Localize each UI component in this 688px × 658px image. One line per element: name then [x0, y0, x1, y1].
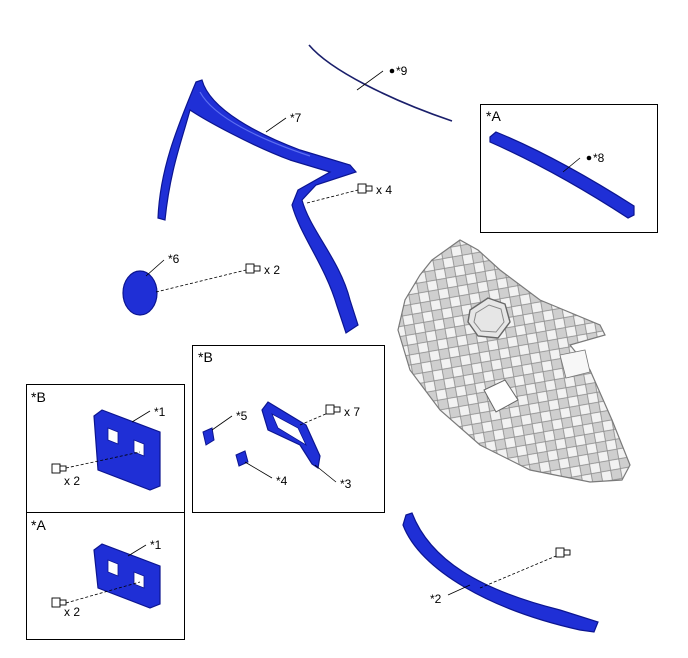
inset-box-a-left [26, 512, 185, 640]
screw-icon [357, 183, 373, 194]
inset-box-a-top-label: *A [486, 108, 501, 124]
leader-4 [244, 461, 273, 479]
part-7-highlight [199, 91, 311, 157]
screw-icon [51, 597, 67, 608]
label-part-1-box-a: *1 [150, 538, 162, 552]
part-2-molding [402, 512, 599, 633]
screw-icon [325, 404, 341, 415]
screw-icon [51, 463, 67, 474]
leader-x7 [299, 412, 329, 426]
screw-icon [555, 547, 571, 558]
leader-x2-6 [155, 269, 247, 293]
leader-x2-b [65, 451, 141, 469]
inset-box-b-left-label: *B [31, 389, 46, 405]
part-5-bracket [202, 427, 215, 446]
part-1-openings-b [107, 427, 145, 457]
label-part-8: *8 [593, 151, 605, 165]
label-part-6: *6 [168, 252, 180, 266]
leader-x2-a [65, 581, 141, 604]
part-3-opening [271, 413, 307, 447]
label-qty-x2-part6: x 2 [264, 263, 281, 277]
inset-box-b-mid-label: *B [198, 349, 213, 365]
label-part-2: *2 [430, 592, 442, 606]
label-qty-x2-box-a: x 2 [64, 605, 81, 619]
label-part-1-box-b: *1 [154, 405, 166, 419]
leader-6 [145, 259, 165, 277]
leader-3 [314, 464, 337, 483]
inset-box-b-left [26, 384, 185, 513]
label-qty-x4: x 4 [376, 183, 393, 197]
label-part-3: *3 [340, 477, 352, 491]
leader-8 [562, 157, 581, 173]
inset-box-a-left-label: *A [31, 517, 46, 533]
label-part-7: *7 [290, 111, 302, 125]
dot-9 [389, 68, 395, 74]
part-6-cover [122, 270, 158, 316]
label-qty-x7: x 7 [344, 405, 361, 419]
leader-1-b [131, 410, 151, 423]
leader-x4 [306, 189, 359, 204]
leader-1-a [127, 544, 147, 557]
grille-assembly [397, 239, 631, 483]
label-part-4: *4 [276, 474, 288, 488]
leader-9 [356, 70, 384, 91]
part-7-molding [157, 79, 359, 334]
leader-screw-2 [479, 555, 557, 589]
part-8-molding [489, 131, 635, 219]
inset-box-a-top [480, 104, 658, 233]
label-qty-x2-box-b: x 2 [64, 474, 81, 488]
part-1-bracket-a [93, 543, 161, 609]
label-part-9: *9 [396, 64, 408, 78]
leader-2 [447, 584, 471, 596]
leader-7 [265, 117, 287, 133]
dot-8 [586, 155, 592, 161]
label-part-5: *5 [236, 409, 248, 423]
part-1-openings-a [107, 559, 145, 589]
leader-5 [211, 415, 233, 431]
inset-box-b-mid [192, 345, 385, 513]
screw-icon [245, 263, 261, 274]
part-9-molding [308, 44, 453, 122]
